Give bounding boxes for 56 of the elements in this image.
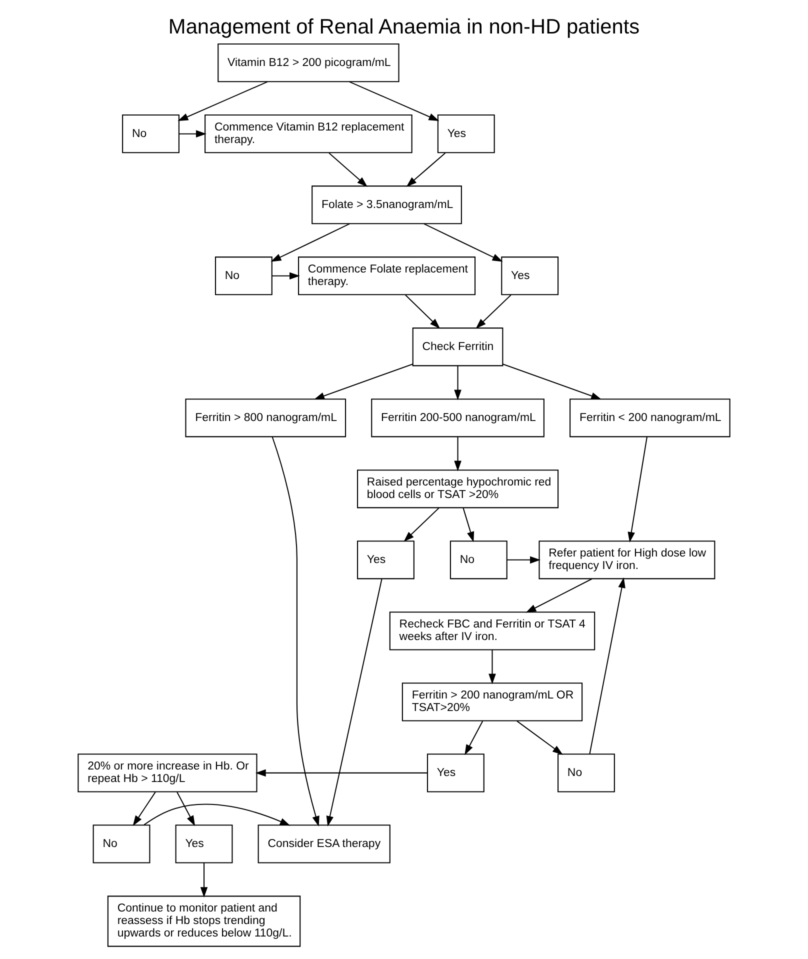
- node-box: Yes: [175, 824, 233, 864]
- node-box: No: [558, 754, 615, 792]
- arrow: [589, 577, 626, 754]
- node-box: No: [450, 540, 508, 580]
- arrow: [255, 769, 428, 777]
- node-box: Ferritin > 800 nanogram/mL: [185, 398, 346, 438]
- arrow: [178, 81, 268, 122]
- arrow: [488, 650, 496, 684]
- arrow: [462, 508, 474, 542]
- arrow: [272, 436, 320, 827]
- arrow: [349, 81, 440, 122]
- arrow: [314, 364, 413, 400]
- arrow: [405, 294, 440, 329]
- node-box: Ferritin > 200 nanogram/mL OR TSAT>20%: [402, 682, 583, 722]
- node-box: Commence Folate replacement therapy.: [298, 256, 476, 296]
- arrow: [179, 130, 206, 138]
- arrow: [476, 294, 512, 329]
- arrow: [454, 366, 462, 400]
- node-box: Yes: [357, 540, 414, 580]
- arrow: [454, 437, 462, 472]
- arrow: [628, 436, 648, 542]
- node-box: Yes: [437, 114, 495, 154]
- node-box: Folate > 3.5nanogram/mL: [312, 186, 462, 224]
- arrow: [272, 272, 300, 280]
- node-box: No: [122, 114, 180, 154]
- node-box: Yes: [426, 754, 484, 792]
- node-box: Raised percentage hypochromic red blood cells or TSAT >20%: [357, 470, 559, 508]
- arrow: [526, 578, 592, 613]
- node-box: Consider ESA therapy: [258, 824, 390, 864]
- arrow: [406, 152, 446, 187]
- arrow: [144, 804, 290, 826]
- arrow: [328, 152, 368, 187]
- node-box: Ferritin 200-500 nanogram/mL: [371, 398, 544, 438]
- arrow: [200, 862, 208, 898]
- arrow: [507, 556, 540, 564]
- arrow: [270, 223, 350, 262]
- node-box: Refer patient for High dose low frequency IV iron.: [538, 540, 716, 580]
- arrow: [424, 223, 503, 262]
- arrow: [502, 364, 602, 400]
- node-box: No: [214, 256, 272, 296]
- arrow: [464, 720, 484, 756]
- node-box: Yes: [501, 256, 559, 296]
- node-box: Commence Vitamin B12 replacement therapy.: [204, 114, 412, 154]
- node-box: Check Ferritin: [412, 328, 504, 366]
- node-box: Recheck FBC and Ferritin or TSAT 4 weeks after IV iron.: [389, 612, 596, 650]
- arrow: [176, 792, 196, 826]
- node-box: No: [92, 824, 150, 864]
- arrow: [516, 720, 563, 755]
- diagram-title: Management of Renal Anaemia in non-HD patients: [168, 16, 640, 39]
- node-box: Ferritin < 200 nanogram/mL: [570, 398, 730, 438]
- arrow: [326, 578, 382, 827]
- node-box: Continue to monitor patient and reassess if Hb stops trending upwards or reduces below 110g/L.: [107, 896, 301, 947]
- node-box: Vitamin B12 > 200 picogram/mL: [218, 44, 400, 82]
- arrow: [132, 792, 156, 826]
- arrow: [404, 508, 440, 542]
- node-box: 20% or more increase in Hb. Or repeat Hb > 110g/L: [78, 754, 258, 792]
